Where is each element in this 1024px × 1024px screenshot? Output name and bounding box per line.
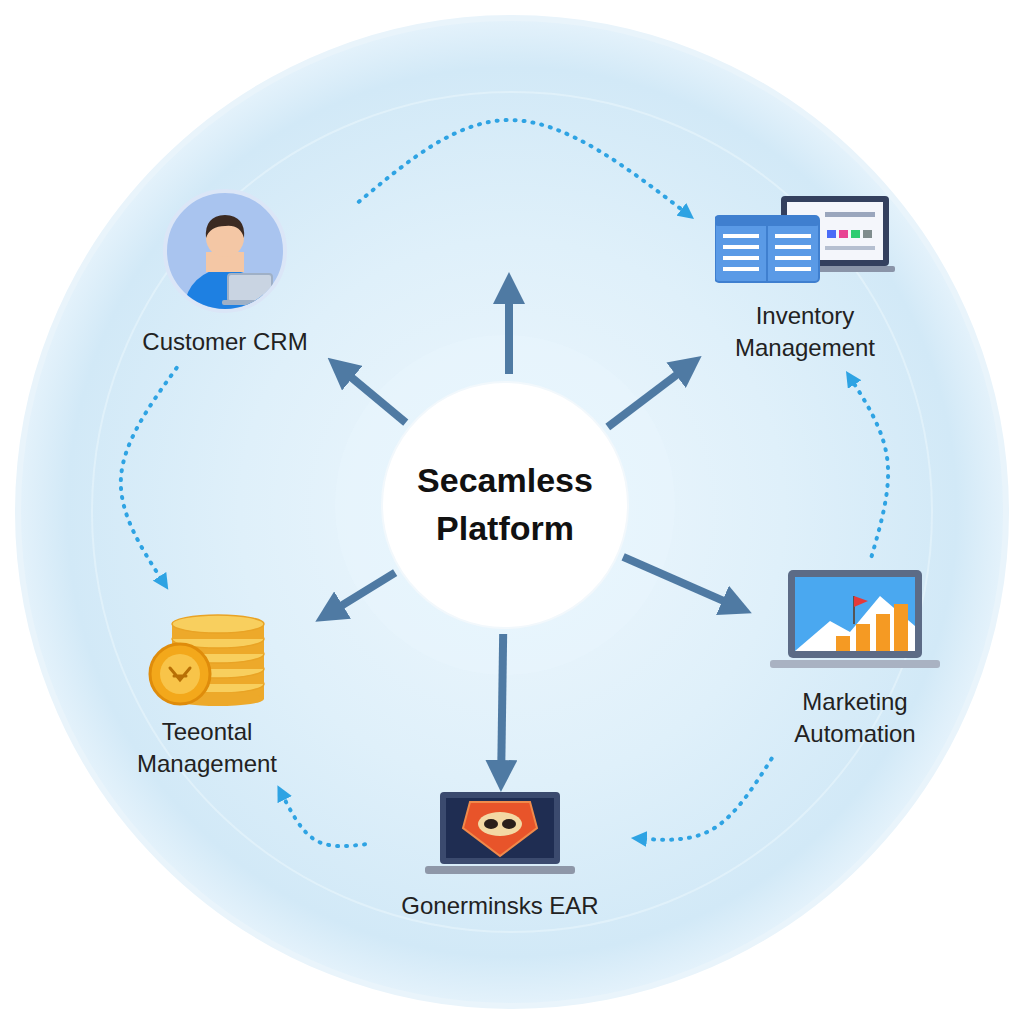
chart-bar <box>836 636 850 651</box>
module-node: Teeontal Management <box>97 596 317 781</box>
hub-arrow <box>329 573 395 614</box>
screen-line <box>825 246 875 250</box>
laptop-frame <box>788 570 922 658</box>
chart-bar <box>876 614 890 651</box>
panel-line <box>723 234 759 238</box>
flow-arrow <box>850 378 888 556</box>
flow-arrow <box>281 792 365 846</box>
lone-arrow <box>505 288 513 374</box>
flow-arrow <box>121 368 177 583</box>
front-coin-face <box>160 654 200 694</box>
mask-eye <box>484 819 498 829</box>
hub-arrow <box>608 366 689 427</box>
flow-arrow <box>359 120 688 214</box>
hub-arrow <box>501 634 503 776</box>
module-node: Gonerminsks EAR <box>375 790 625 923</box>
front-coin <box>150 644 210 704</box>
coin-symbol <box>170 668 190 680</box>
chart-bar <box>894 604 908 651</box>
screen-block <box>827 230 836 238</box>
module-node: Inventory Management <box>700 190 910 365</box>
chart-mountain <box>795 596 915 651</box>
panel-line <box>775 256 811 260</box>
module-label: Gonerminsks EAR <box>401 890 598 922</box>
mask-eye <box>502 819 516 829</box>
hub-circle-shape <box>382 382 628 628</box>
panel-divider <box>766 226 768 282</box>
panel <box>715 216 819 282</box>
panel-line <box>775 267 811 271</box>
outer-disc <box>18 18 1006 1006</box>
shield <box>463 802 537 856</box>
panel-line <box>723 256 759 260</box>
laptop-base <box>770 660 940 668</box>
screen-block <box>851 230 860 238</box>
mask <box>478 812 522 836</box>
hub-label: Secamless Platform <box>380 457 630 552</box>
laptop-screen <box>446 798 554 858</box>
inventory-icon <box>715 190 895 290</box>
chart-bar <box>856 624 870 651</box>
screen-block <box>839 230 848 238</box>
laptop-lid <box>228 274 272 302</box>
module-label: Inventory Management <box>700 300 910 365</box>
panel-line <box>723 267 759 271</box>
hub-arrow <box>623 557 737 607</box>
screen-line <box>825 212 875 217</box>
marketing-icon <box>770 566 940 676</box>
outer-ring <box>18 18 1006 1006</box>
flow-arrow <box>639 759 772 840</box>
module-node: Customer CRM <box>100 186 350 359</box>
laptop-base <box>222 300 278 305</box>
person-hair <box>206 215 244 238</box>
coin-top <box>172 615 264 633</box>
module-label: Teeontal Management <box>97 716 317 781</box>
panel-bar <box>715 216 819 226</box>
module-node: Marketing Automation <box>750 566 960 751</box>
module-label: Marketing Automation <box>750 686 960 751</box>
laptop-screen <box>795 577 915 651</box>
security-icon <box>425 790 575 880</box>
customer-icon <box>160 186 290 316</box>
coins-icon <box>142 596 272 706</box>
panel-line <box>775 234 811 238</box>
inner-ring <box>92 92 932 932</box>
hub-circle <box>380 380 630 630</box>
panel-line <box>723 245 759 249</box>
center-glow <box>335 335 675 675</box>
panel-line <box>775 245 811 249</box>
laptop-base <box>425 866 575 874</box>
flag <box>854 596 868 607</box>
screen-block <box>863 230 872 238</box>
laptop-frame <box>440 792 560 864</box>
platform-hub: Secamless Platform <box>380 380 630 630</box>
module-label: Customer CRM <box>142 326 307 358</box>
hub-arrow <box>340 368 406 423</box>
